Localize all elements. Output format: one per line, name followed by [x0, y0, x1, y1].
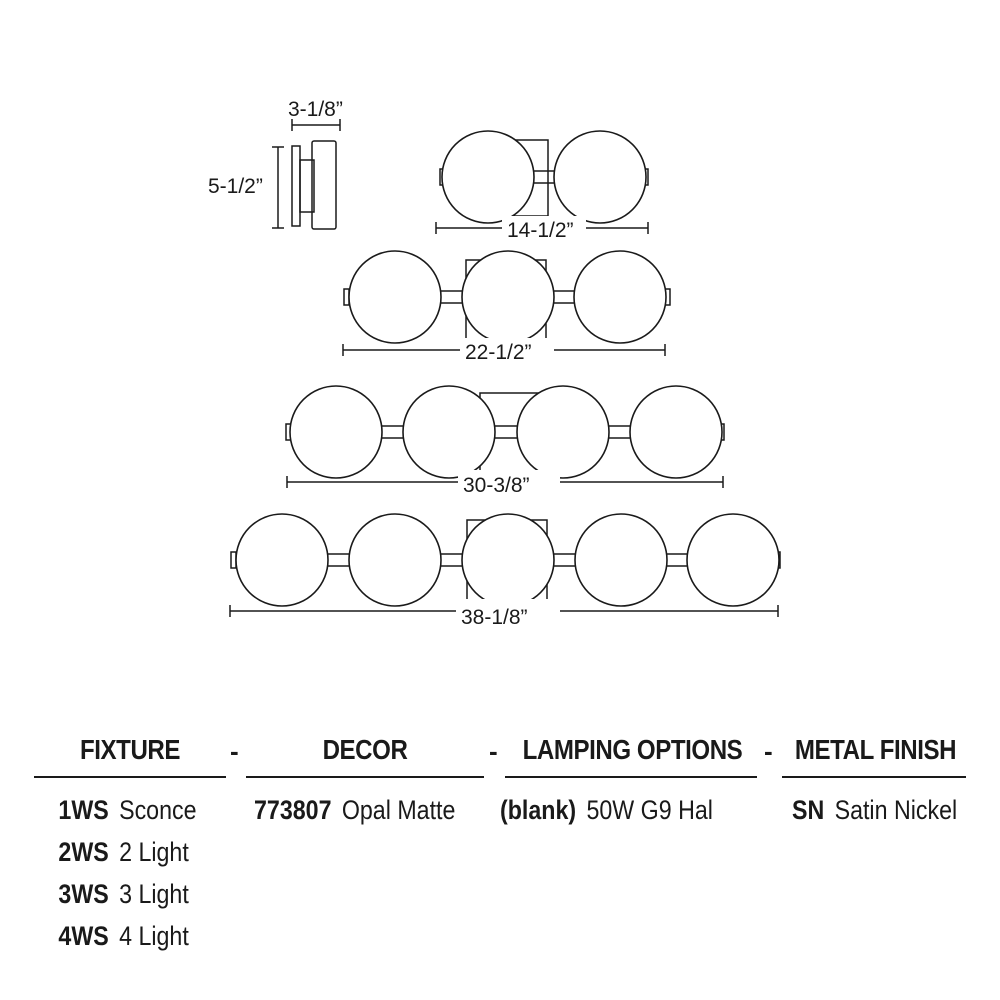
- finish-rule: [782, 776, 966, 778]
- five-light-view: 38-1/8”: [229, 513, 781, 629]
- fixture-code: 4WS: [58, 921, 109, 951]
- fixture-code: 3WS: [58, 879, 109, 909]
- fixture-dimension-drawing: 3-1/8” 5-1/2” 14-1/2” 22-1/2”: [208, 98, 781, 629]
- four-light-width-label: 30-3/8”: [463, 474, 530, 497]
- separator-dash: -: [764, 736, 773, 766]
- finish-row: SN Satin Nickel: [792, 790, 984, 830]
- two-light-view: 14-1/2”: [435, 130, 649, 242]
- lamping-row: (blank) 50W G9 Hal: [500, 790, 748, 830]
- decor-row: 773807 Opal Matte: [254, 790, 488, 830]
- fixture-column: FIXTURE: [34, 730, 226, 778]
- finish-column: METAL FINISH: [782, 730, 966, 778]
- height-dimension-label: 5-1/2”: [208, 175, 263, 198]
- fixture-desc: 4 Light: [119, 921, 189, 951]
- fixture-desc: 2 Light: [119, 837, 189, 867]
- two-light-width-label: 14-1/2”: [507, 219, 574, 242]
- lamping-header: LAMPING OPTIONS: [522, 734, 743, 765]
- ordering-table: FIXTURE - DECOR - LAMPING OPTIONS - META…: [0, 730, 1000, 990]
- fixture-rule: [34, 776, 226, 778]
- fixture-code: 2WS: [58, 837, 109, 867]
- depth-dimension-label: 3-1/8”: [288, 98, 343, 121]
- decor-header: DECOR: [322, 734, 408, 765]
- lamping-rule: [505, 776, 757, 778]
- fixture-row: 3WS 3 Light: [52, 874, 211, 914]
- fixture-row: 4WS 4 Light: [52, 916, 211, 956]
- three-light-view: 22-1/2”: [342, 250, 671, 364]
- lamping-code: (blank): [500, 795, 577, 825]
- decor-desc: Opal Matte: [341, 795, 456, 825]
- four-light-view: 30-3/8”: [285, 385, 725, 497]
- decor-rule: [246, 776, 484, 778]
- three-light-width-label: 22-1/2”: [465, 341, 532, 364]
- decor-column: DECOR: [246, 730, 484, 778]
- fixture-header: FIXTURE: [79, 734, 181, 765]
- separator-dash: -: [230, 736, 239, 766]
- side-profile-view: 3-1/8” 5-1/2”: [208, 98, 343, 230]
- lamping-column: LAMPING OPTIONS: [505, 730, 757, 778]
- finish-header: METAL FINISH: [794, 734, 957, 765]
- decor-code: 773807: [254, 795, 332, 825]
- fixture-desc: Sconce: [119, 795, 197, 825]
- finish-code: SN: [792, 795, 825, 825]
- fixture-code: 1WS: [58, 795, 109, 825]
- separator-dash: -: [489, 736, 498, 766]
- fixture-desc: 3 Light: [119, 879, 189, 909]
- finish-desc: Satin Nickel: [834, 795, 958, 825]
- five-light-width-label: 38-1/8”: [461, 606, 528, 629]
- lamping-desc: 50W G9 Hal: [586, 795, 713, 825]
- fixture-row: 2WS 2 Light: [52, 832, 211, 872]
- fixture-row: 1WS Sconce: [52, 790, 220, 830]
